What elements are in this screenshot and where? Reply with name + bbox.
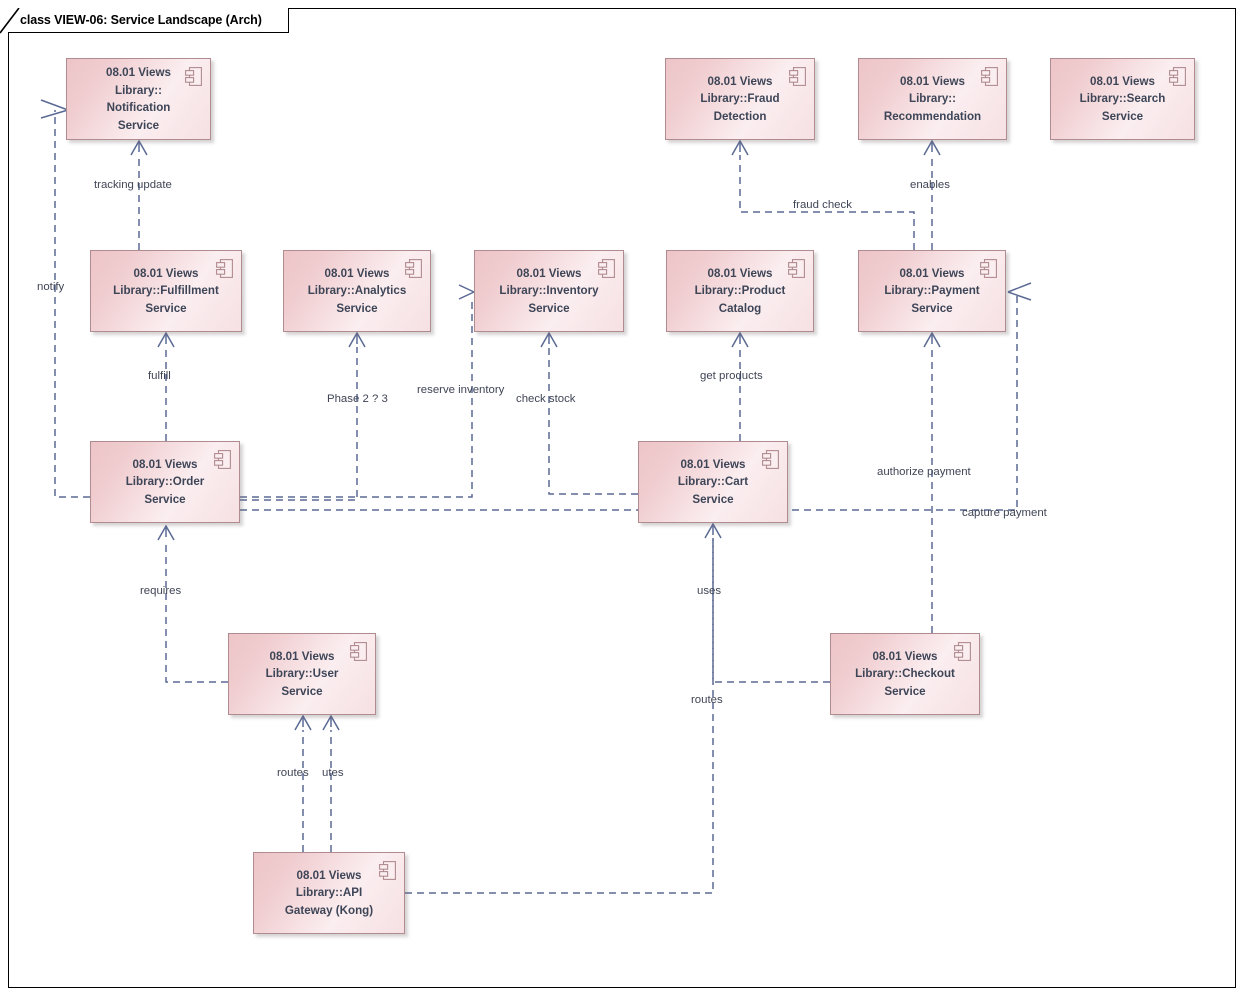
component-label: 08.01 Views Library:: Recommendation — [883, 74, 982, 123]
component-label: 08.01 Views Library::Product Catalog — [694, 266, 786, 315]
component-product-catalog[interactable]: 08.01 Views Library::Product Catalog — [666, 250, 814, 332]
uml-component-icon — [954, 642, 971, 661]
connector-label-reserve-inventory: reserve inventory — [417, 384, 505, 396]
uml-component-icon — [216, 259, 233, 278]
frame-tab-corner — [0, 8, 26, 34]
component-label: 08.01 Views Library::Fraud Detection — [700, 74, 780, 123]
connector-label-tracking-update: tracking update — [94, 179, 172, 191]
uml-component-icon — [789, 67, 806, 86]
component-fraud-detection[interactable]: 08.01 Views Library::Fraud Detection — [665, 58, 815, 140]
connector-label-fraud-check: fraud check — [793, 199, 852, 211]
component-checkout-service[interactable]: 08.01 Views Library::Checkout Service — [830, 633, 980, 715]
connector-label-authorize-payment: authorize payment — [877, 466, 971, 478]
connector-label-routes-user-b: utes — [322, 767, 344, 779]
component-order-service[interactable]: 08.01 Views Library::Order Service — [90, 441, 240, 523]
component-label: 08.01 Views Library::Payment Service — [884, 266, 980, 315]
connector-label-enables: enables — [910, 179, 950, 191]
component-inventory-service[interactable]: 08.01 Views Library::Inventory Service — [474, 250, 624, 332]
component-label: 08.01 Views Library::Analytics Service — [307, 266, 407, 315]
connector-label-phase-2-3: Phase 2 ? 3 — [327, 393, 388, 405]
component-label: 08.01 Views Library::Checkout Service — [855, 649, 955, 698]
connector-label-fulfill: fulfill — [148, 370, 171, 382]
component-label: 08.01 Views Library::Search Service — [1079, 74, 1166, 123]
component-search-service[interactable]: 08.01 Views Library::Search Service — [1050, 58, 1195, 140]
uml-component-icon — [185, 67, 202, 86]
uml-component-icon — [981, 67, 998, 86]
component-notification-service[interactable]: 08.01 Views Library:: Notification Servi… — [66, 58, 211, 140]
connector-label-uses: uses — [697, 585, 722, 597]
component-api-gateway[interactable]: 08.01 Views Library::API Gateway (Kong) — [253, 852, 405, 934]
uml-component-icon — [598, 259, 615, 278]
component-label: 08.01 Views Library::Order Service — [125, 457, 205, 506]
uml-component-icon — [350, 642, 367, 661]
connector-label-routes-user-a: routes — [277, 767, 309, 779]
connector-label-requires: requires — [140, 585, 182, 597]
uml-component-icon — [788, 259, 805, 278]
component-label: 08.01 Views Library:: Notification Servi… — [106, 66, 171, 132]
connector-label-notify: notify — [37, 281, 65, 293]
uml-component-icon — [980, 259, 997, 278]
uml-component-icon — [214, 450, 231, 469]
connector-label-get-products: get products — [700, 370, 763, 382]
component-analytics-service[interactable]: 08.01 Views Library::Analytics Service — [283, 250, 431, 332]
uml-component-icon — [1169, 67, 1186, 86]
connector-label-capture-payment: capture payment — [962, 507, 1047, 519]
uml-component-icon — [762, 450, 779, 469]
connector-label-check-stock: check stock — [516, 393, 576, 405]
component-label: 08.01 Views Library::Inventory Service — [499, 266, 599, 315]
component-fulfillment-service[interactable]: 08.01 Views Library::Fulfillment Service — [90, 250, 242, 332]
component-payment-service[interactable]: 08.01 Views Library::Payment Service — [858, 250, 1006, 332]
diagram-frame-label: class VIEW-06: Service Landscape (Arch) — [8, 8, 289, 33]
component-label: 08.01 Views Library::User Service — [265, 649, 339, 698]
uml-component-icon — [379, 861, 396, 880]
component-user-service[interactable]: 08.01 Views Library::User Service — [228, 633, 376, 715]
component-cart-service[interactable]: 08.01 Views Library::Cart Service — [638, 441, 788, 523]
component-label: 08.01 Views Library::API Gateway (Kong) — [284, 868, 374, 917]
component-label: 08.01 Views Library::Cart Service — [677, 457, 749, 506]
component-recommendation[interactable]: 08.01 Views Library:: Recommendation — [858, 58, 1007, 140]
connector-label-routes-cart: routes — [691, 694, 723, 706]
uml-component-icon — [405, 259, 422, 278]
component-label: 08.01 Views Library::Fulfillment Service — [113, 266, 219, 315]
